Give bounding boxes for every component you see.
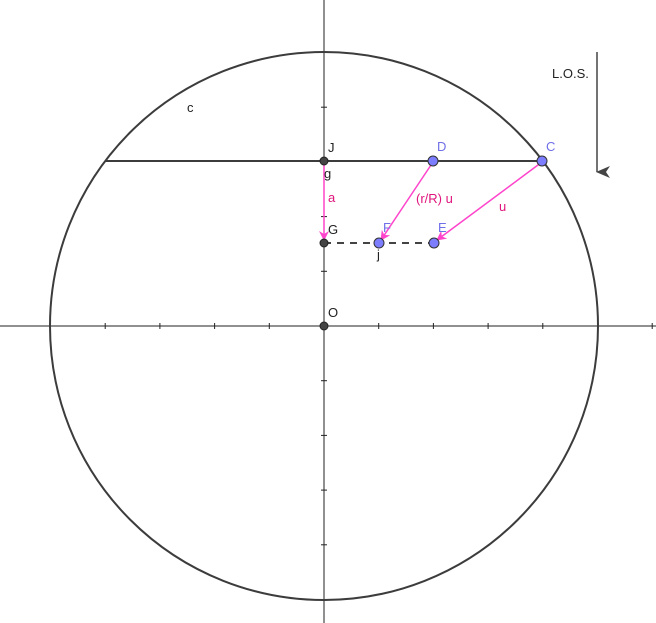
label-C: C [546, 139, 555, 154]
circle-c [49, 51, 599, 601]
label-E: E [438, 220, 447, 235]
label-J: J [328, 140, 335, 155]
label-vector-u: u [499, 199, 506, 214]
point-G[interactable] [319, 238, 329, 248]
label-G: G [328, 222, 338, 237]
label-O: O [328, 305, 338, 320]
point-C[interactable] [536, 155, 548, 167]
point-E[interactable] [428, 237, 440, 249]
label-D: D [437, 139, 446, 154]
vector-rR-u [380, 161, 434, 241]
label-g: g [324, 166, 331, 181]
label-vector-a: a [328, 190, 336, 205]
label-F: F [383, 220, 391, 235]
vector-u [436, 161, 543, 241]
label-vector-rR-u: (r/R) u [416, 191, 453, 206]
point-O[interactable] [319, 321, 329, 331]
label-circle-c: c [187, 100, 194, 115]
label-j: j [376, 247, 380, 262]
label-los: L.O.S. [552, 66, 589, 81]
point-J[interactable] [319, 156, 329, 166]
point-F[interactable] [373, 237, 385, 249]
point-D[interactable] [427, 155, 439, 167]
